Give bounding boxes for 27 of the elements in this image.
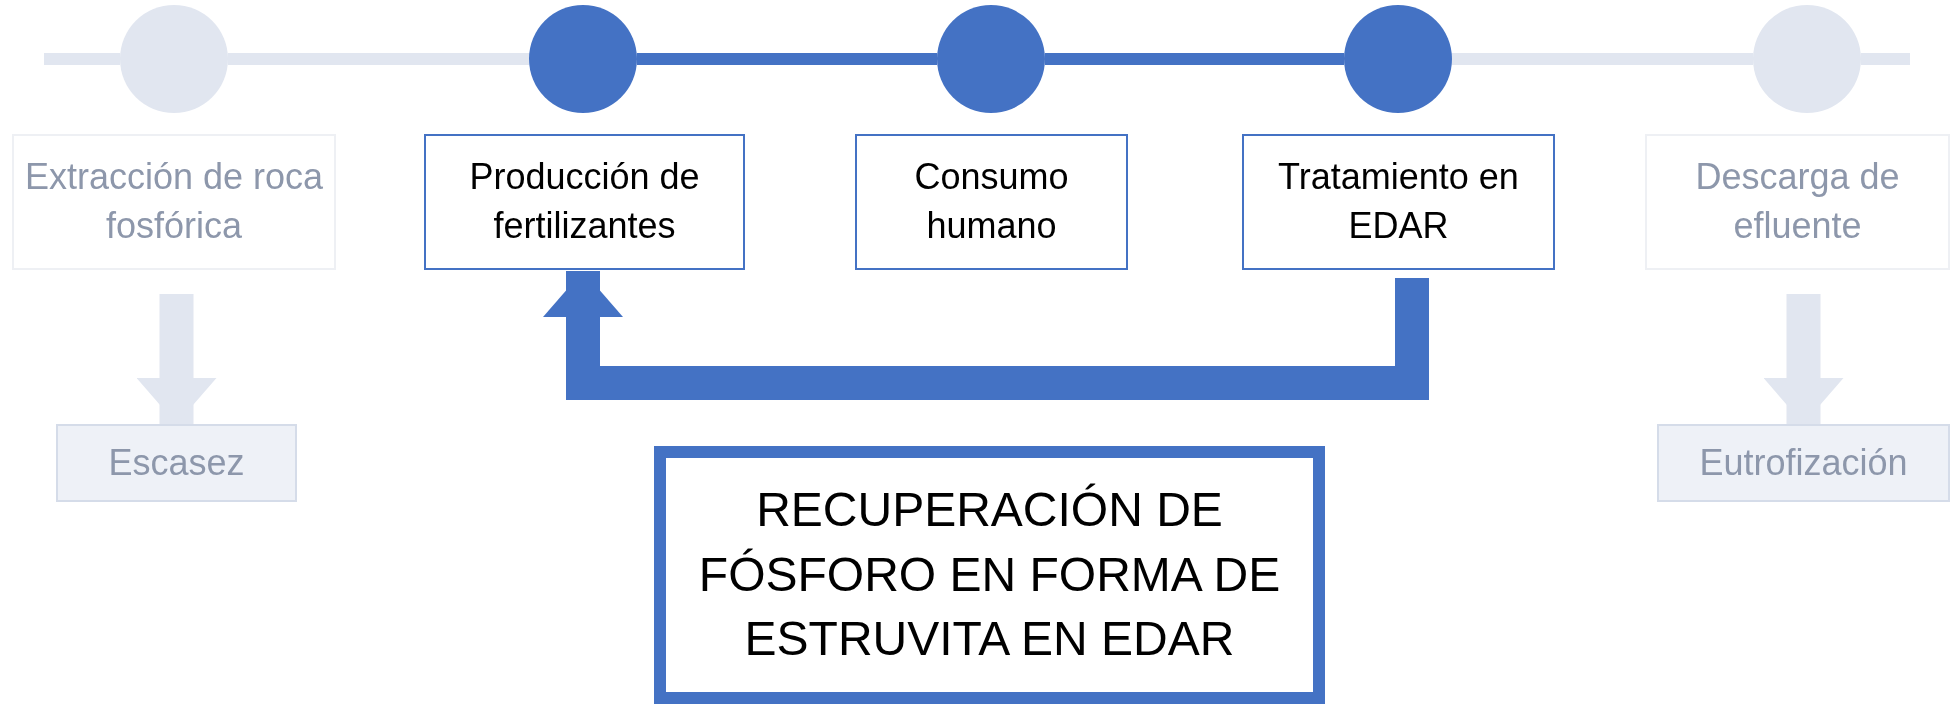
arrow: [1763, 294, 1844, 424]
timeline-circle: [120, 5, 228, 113]
timeline-circle: [1344, 5, 1452, 113]
connector-line: [228, 53, 529, 65]
highlight-box: [654, 446, 1325, 704]
connector-line: [1861, 53, 1910, 65]
box-label: Tratamiento en EDAR: [1277, 155, 1520, 248]
box-label: Descarga de efluente: [1694, 155, 1901, 248]
timeline-circle: [1753, 5, 1861, 113]
box-label: Escasez: [108, 440, 245, 485]
box-label: Producción de fertilizantes: [468, 155, 701, 248]
timeline-circle: [937, 5, 1045, 113]
process-box: [1242, 134, 1555, 270]
process-box: [1657, 424, 1950, 502]
process-box: [56, 424, 297, 502]
process-box: [424, 134, 745, 270]
connector-line: [44, 53, 120, 65]
process-box: [855, 134, 1128, 270]
box-label: Eutrofización: [1699, 440, 1908, 485]
timeline-circle: [529, 5, 637, 113]
box-label: Consumo humano: [913, 155, 1070, 248]
connector-line: [637, 53, 937, 65]
connector-line: [1045, 53, 1344, 65]
connector-line: [1452, 53, 1753, 65]
box-label: Extracción de roca fosfórica: [24, 155, 324, 248]
arrow: [136, 294, 217, 424]
box-label: RECUPERACIÓN DE FÓSFORO EN FORMA DE ESTRUVITA EN EDAR: [697, 481, 1282, 668]
